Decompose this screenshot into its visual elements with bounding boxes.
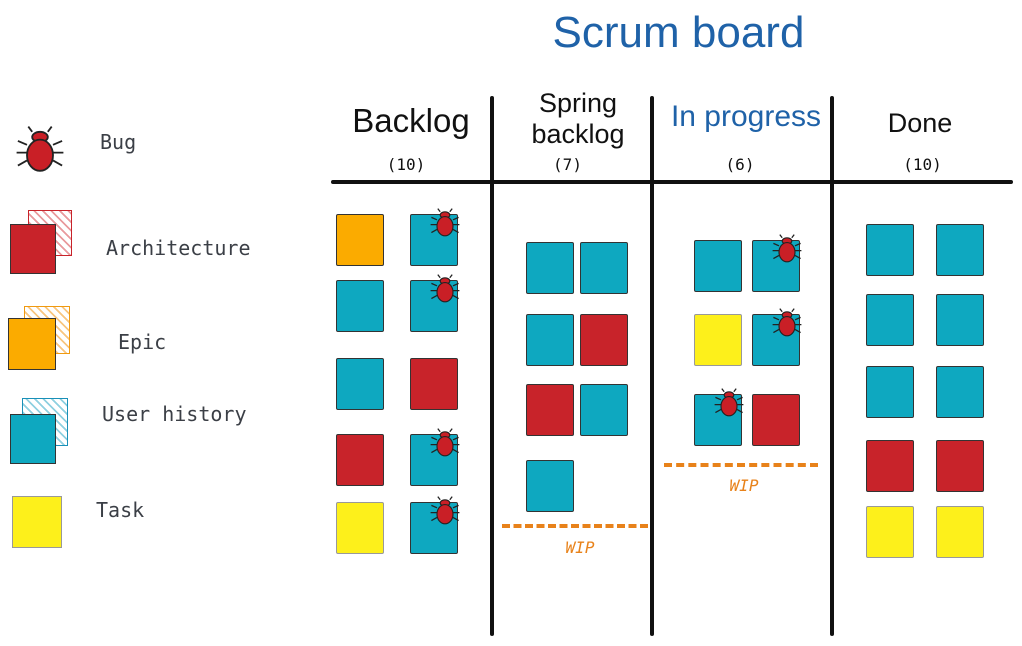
- legend-label-architecture: Architecture: [106, 236, 251, 260]
- column-count-spring-backlog: (7): [553, 155, 582, 174]
- user-history-card[interactable]: [694, 388, 744, 446]
- column-divider: [650, 96, 654, 636]
- wip-label: WIP: [729, 476, 759, 495]
- user-history-card[interactable]: [866, 366, 914, 418]
- user-history-card-icon: [10, 398, 76, 466]
- epic-card-icon: [8, 306, 74, 372]
- user-history-card[interactable]: [752, 234, 802, 292]
- architecture-card[interactable]: [580, 314, 628, 366]
- column-header-backlog: Backlog: [352, 102, 470, 139]
- bug-icon: [772, 234, 802, 263]
- column-count-in-progress: (6): [725, 155, 755, 174]
- user-history-card[interactable]: [580, 242, 628, 294]
- user-history-card[interactable]: [526, 314, 574, 366]
- user-history-card[interactable]: [936, 224, 984, 276]
- architecture-card[interactable]: [866, 440, 914, 492]
- legend-label-user-history: User history: [102, 402, 247, 426]
- column-count-done: (10): [903, 155, 942, 174]
- task-card[interactable]: [336, 502, 384, 554]
- bug-icon: [772, 308, 802, 337]
- user-history-card[interactable]: [526, 242, 574, 294]
- architecture-card[interactable]: [936, 440, 984, 492]
- epic-card[interactable]: [336, 214, 384, 266]
- column-count-backlog: (10): [386, 155, 426, 174]
- column-done: [862, 224, 992, 569]
- architecture-card[interactable]: [336, 434, 384, 486]
- architecture-card[interactable]: [410, 358, 458, 410]
- column-header-in-progress: In progress: [670, 100, 822, 133]
- user-history-card[interactable]: [866, 294, 914, 346]
- architecture-card[interactable]: [752, 394, 800, 446]
- task-card[interactable]: [866, 506, 914, 558]
- column-divider: [830, 96, 834, 636]
- user-history-card[interactable]: [410, 428, 460, 486]
- bug-icon: [714, 388, 744, 417]
- user-history-card[interactable]: [410, 496, 460, 554]
- column-in-progress: [684, 234, 814, 451]
- task-card-icon: [12, 496, 62, 548]
- legend-label-task: Task: [96, 498, 145, 522]
- bug-icon: [430, 208, 460, 237]
- user-history-card[interactable]: [936, 366, 984, 418]
- user-history-card[interactable]: [410, 274, 460, 332]
- user-history-card[interactable]: [694, 240, 742, 292]
- task-card[interactable]: [936, 506, 984, 558]
- bug-icon: [430, 428, 460, 457]
- architecture-card-icon: [10, 210, 76, 276]
- user-history-card[interactable]: [866, 224, 914, 276]
- user-history-card[interactable]: [336, 358, 384, 410]
- wip-label: WIP: [565, 538, 595, 557]
- column-spring-backlog: [520, 236, 635, 516]
- user-history-card[interactable]: [752, 308, 802, 366]
- legend-label-bug: Bug: [100, 130, 137, 154]
- architecture-card[interactable]: [526, 384, 574, 436]
- column-backlog: [336, 208, 466, 574]
- board-title: Scrum board: [552, 8, 805, 57]
- column-header-done: Done: [887, 108, 953, 138]
- wip-limit-line: [664, 463, 818, 467]
- bug-icon: [430, 274, 460, 303]
- user-history-card[interactable]: [526, 460, 574, 512]
- legend-label-epic: Epic: [118, 330, 167, 354]
- user-history-card[interactable]: [936, 294, 984, 346]
- user-history-card[interactable]: [336, 280, 384, 332]
- bug-icon: [16, 126, 64, 172]
- legend: Bug Architecture Epic User history Task: [0, 110, 300, 570]
- bug-icon: [430, 496, 460, 525]
- board-header-divider: [331, 180, 1013, 184]
- wip-limit-line: [502, 524, 648, 528]
- user-history-card[interactable]: [410, 208, 460, 266]
- column-divider: [490, 96, 494, 636]
- user-history-card[interactable]: [580, 384, 628, 436]
- task-card[interactable]: [694, 314, 742, 366]
